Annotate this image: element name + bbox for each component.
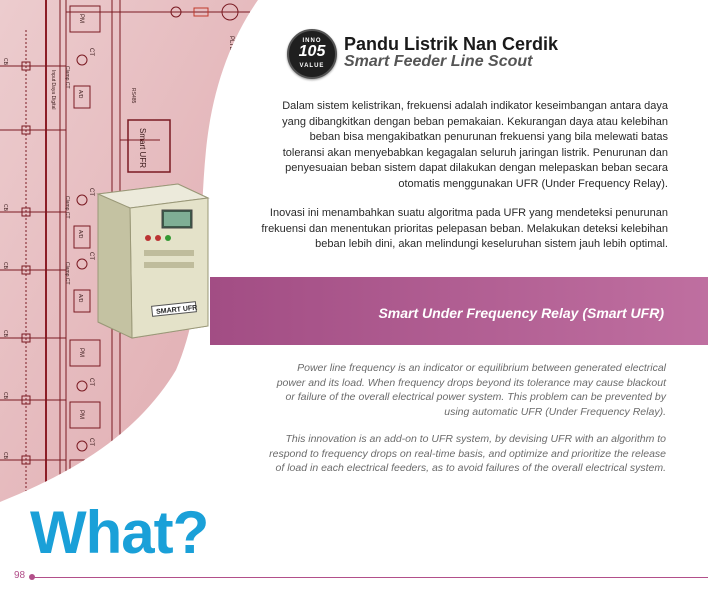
page-number: 98 bbox=[14, 570, 26, 581]
text-line: Inovasi ini menambahkan suatu algoritma … bbox=[269, 207, 668, 219]
page-subtitle: Smart Feeder Line Scout bbox=[344, 53, 533, 70]
badge-top-text: INNO bbox=[302, 38, 322, 44]
text-line: penyesuaian beban sistem dapat dilakukan… bbox=[285, 162, 668, 174]
what-heading: What? bbox=[30, 499, 209, 566]
text-line: of load in each electrical feeders, as t… bbox=[275, 462, 666, 474]
cb-label: CB bbox=[2, 58, 8, 66]
smart-ufr-device-photo: SMART UFR bbox=[96, 183, 210, 339]
cb-label: CB bbox=[2, 392, 8, 400]
pm-label: PM bbox=[78, 410, 84, 419]
badge-number: 105 bbox=[298, 43, 326, 60]
text-line: otomatis menggunakan UFR (Under Frequenc… bbox=[398, 177, 668, 190]
text-line: respond to frequency drops on real-time … bbox=[269, 447, 666, 460]
page-title: Pandu Listrik Nan Cerdik bbox=[344, 34, 559, 54]
text-line: toleransi akan menyebabkan kegagalan sel… bbox=[282, 146, 668, 159]
cb-label: CB bbox=[2, 452, 8, 460]
pm-label: PM bbox=[78, 468, 84, 477]
footer-dot bbox=[29, 574, 35, 580]
text-line: using automatic UFR (Under Frequency Rel… bbox=[444, 405, 666, 418]
text-line: Power line frequency is an indicator or … bbox=[297, 362, 666, 374]
input-label: Input Daya Digital bbox=[50, 70, 56, 109]
ct-label: CT bbox=[88, 48, 94, 56]
pm-label: PM bbox=[78, 14, 84, 23]
text-line: or failure of the overall electrical pow… bbox=[285, 391, 666, 403]
ct-label: CT bbox=[88, 188, 94, 196]
ad-label: A/D bbox=[77, 294, 83, 303]
text-line: beban bisa mengakibatkan penurunan freku… bbox=[309, 131, 668, 143]
paragraph-id-1: Dalam sistem kelistrikan, frekuensi adal… bbox=[226, 99, 668, 192]
inno-value-badge: INNO 105 VALUE bbox=[287, 29, 337, 79]
text-line: This innovation is an add-on to UFR syst… bbox=[285, 433, 667, 445]
footer-rule bbox=[32, 577, 708, 578]
section-title: Smart Under Frequency Relay (Smart UFR) bbox=[378, 305, 664, 321]
ct-label: CT bbox=[88, 438, 94, 446]
cb-label: CB bbox=[2, 262, 8, 270]
text-line: Dalam sistem kelistrikan, frekuensi adal… bbox=[282, 100, 668, 112]
rs485-label: RS485 bbox=[130, 88, 136, 104]
text-line: yang dibangkitkan dengan beban pemakaian… bbox=[282, 115, 668, 128]
ad-label: A/D bbox=[77, 90, 83, 99]
text-line: power and its load. When frequency drops… bbox=[276, 376, 666, 389]
cb-label: CB bbox=[2, 204, 8, 212]
cb-label: CB bbox=[2, 330, 8, 338]
paragraph-en-1: Power line frequency is an indicator or … bbox=[236, 361, 666, 419]
ct-label: CT bbox=[88, 378, 94, 386]
clamp-ct-label: Clamp CT bbox=[64, 66, 70, 89]
clamp-ct-label: Clamp CT bbox=[64, 196, 70, 219]
paragraph-id-2: Inovasi ini menambahkan suatu algoritma … bbox=[226, 206, 668, 253]
device-label: SMART UFR bbox=[156, 305, 198, 316]
badge-bottom-text: VALUE bbox=[299, 63, 325, 69]
pltd-label: PLTD bbox=[228, 36, 234, 52]
clamp-ct-label: Clamp CT bbox=[64, 262, 70, 285]
text-line: frekuensi dan menentukan prioritas pelep… bbox=[261, 222, 668, 235]
smart-ufr-label: Smart UFR bbox=[138, 128, 147, 168]
ct-label: CT bbox=[88, 252, 94, 260]
pm-label: PM bbox=[78, 348, 84, 357]
ad-label: A/D bbox=[77, 230, 83, 239]
text-line: beban lebih dini, akan melindungi keselu… bbox=[315, 238, 668, 250]
section-banner: Smart Under Frequency Relay (Smart UFR) bbox=[210, 277, 708, 345]
paragraph-en-2: This innovation is an add-on to UFR syst… bbox=[236, 432, 666, 476]
